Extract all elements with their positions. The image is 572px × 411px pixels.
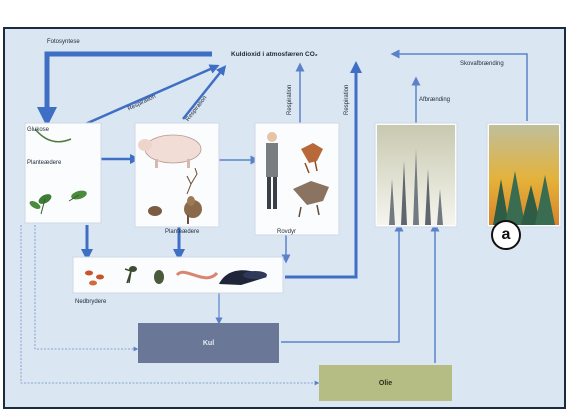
combustion-illustration	[377, 125, 455, 225]
plants-to-oil-line	[20, 225, 320, 386]
oil-box: Olie	[319, 365, 452, 401]
respiration-arrow-herbivores	[182, 65, 227, 120]
respiration-arrow-decomposers	[285, 61, 362, 279]
forest-fire-label: Skovafbrænding	[460, 61, 504, 67]
photosynthesis-arrow	[37, 51, 212, 127]
respiration-label-decomposers: Respiration	[344, 84, 350, 115]
marker-a: a	[491, 220, 521, 250]
forest-fire-illustration	[489, 125, 559, 225]
combustion-label: Afbrænding	[419, 97, 451, 103]
carbon-cycle-diagram	[20, 49, 562, 386]
photosynthesis-label: Fotosyntese	[47, 39, 80, 45]
plant-leaves-illustration	[29, 128, 87, 215]
herbivores-label: Planteædere	[165, 229, 200, 235]
forest-fire-arrow	[390, 49, 528, 121]
respiration-arrow-plants	[64, 64, 220, 135]
plants-label: Planteædere	[27, 160, 62, 166]
predators-label: Rovdyr	[277, 229, 297, 235]
coal-box: Kul	[138, 323, 279, 363]
diagram-frame: Fotosyntese Kuldioxid i atmosfæren CO₂ S…	[3, 27, 566, 409]
decomposers-label: Nedbrydere	[75, 299, 107, 305]
herbivores-illustration	[138, 134, 202, 224]
respiration-label-predators: Respiration	[287, 84, 293, 115]
coal-to-combustion-arrow	[281, 222, 404, 343]
plants-to-coal-line	[34, 225, 139, 352]
atmosphere-co2-label: Kuldioxid i atmosfæren CO₂	[231, 51, 318, 58]
predators-illustration	[266, 132, 329, 218]
glucose-label: Glukose	[27, 127, 50, 133]
decomposers-illustration	[85, 266, 267, 286]
